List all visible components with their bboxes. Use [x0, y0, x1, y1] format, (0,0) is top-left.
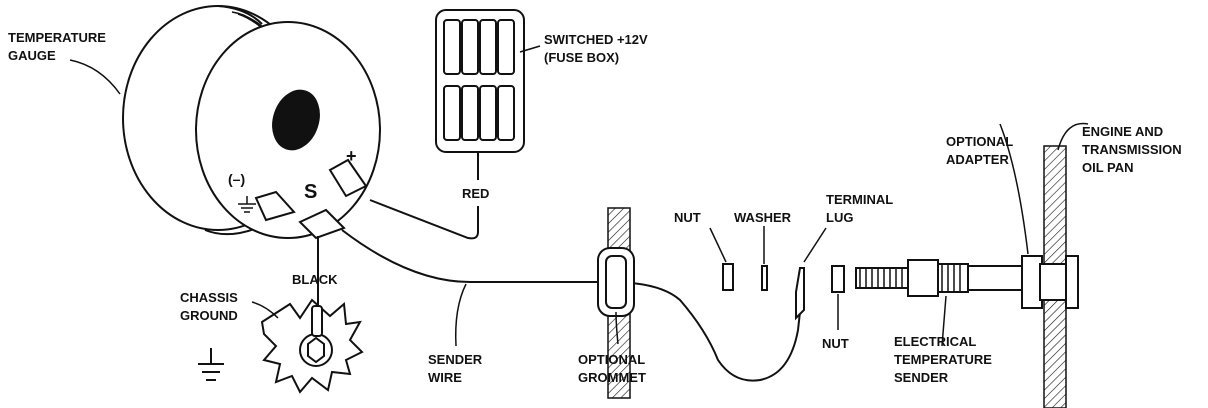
label-optional-grommet: OPTIONAL GROMMET	[578, 352, 646, 385]
svg-text:TERMINAL: TERMINAL	[826, 192, 893, 207]
leader-sender	[941, 295, 947, 347]
label-switched-12v: SWITCHED +12V (FUSE BOX)	[544, 32, 648, 65]
fuse-box	[435, 9, 525, 153]
svg-text:TRANSMISSION: TRANSMISSION	[1082, 142, 1182, 157]
electrical-temperature-sender	[855, 259, 1023, 297]
label-temperature-gauge: TEMPERATURE GAUGE	[8, 30, 106, 63]
label-red: RED	[462, 186, 489, 201]
sender-terminal	[298, 208, 346, 240]
svg-text:OPTIONAL: OPTIONAL	[578, 352, 645, 367]
label-nut-2: NUT	[822, 336, 849, 351]
label-washer: WASHER	[734, 210, 792, 225]
leader-gauge	[69, 59, 121, 95]
svg-text:(FUSE BOX): (FUSE BOX)	[544, 50, 619, 65]
svg-text:LUG: LUG	[826, 210, 853, 225]
sender-wire	[341, 229, 801, 382]
minus-terminal-label: (–)	[228, 171, 245, 187]
svg-text:OPTIONAL: OPTIONAL	[946, 134, 1013, 149]
plus-terminal-label: +	[346, 146, 357, 166]
label-sender-wire: SENDER WIRE	[428, 352, 483, 385]
svg-text:SENDER: SENDER	[428, 352, 483, 367]
chassis-ground-plate	[260, 298, 364, 394]
washer	[761, 265, 768, 291]
gauge-ground-symbol	[238, 196, 256, 213]
svg-text:CHASSIS: CHASSIS	[180, 290, 238, 305]
svg-text:GROMMET: GROMMET	[578, 370, 646, 385]
svg-text:WIRE: WIRE	[428, 370, 462, 385]
label-engine-pan: ENGINE AND TRANSMISSION OIL PAN	[1082, 124, 1182, 175]
label-electrical-sender: ELECTRICAL TEMPERATURE SENDER	[894, 334, 992, 385]
label-nut-1: NUT	[674, 210, 701, 225]
gauge-face-opening	[272, 89, 320, 151]
svg-text:GAUGE: GAUGE	[8, 48, 56, 63]
leader-oil-pan	[1057, 122, 1089, 151]
optional-grommet	[597, 247, 635, 317]
svg-text:GROUND: GROUND	[180, 308, 238, 323]
terminal-lug	[795, 267, 805, 321]
leader-nut-1	[709, 227, 727, 263]
nut-1	[722, 263, 734, 291]
svg-text:ENGINE AND: ENGINE AND	[1082, 124, 1163, 139]
leader-fuse	[519, 45, 541, 53]
label-optional-adapter: OPTIONAL ADAPTER	[946, 134, 1013, 167]
svg-text:ELECTRICAL: ELECTRICAL	[894, 334, 976, 349]
ground-terminal	[254, 190, 296, 222]
label-terminal-lug: TERMINAL LUG	[826, 192, 893, 225]
red-wire	[369, 199, 479, 240]
svg-text:TEMPERATURE: TEMPERATURE	[894, 352, 992, 367]
leader-adapter	[999, 123, 1029, 255]
optional-adapter	[1021, 255, 1079, 309]
label-black: BLACK	[292, 272, 338, 287]
leader-sender-wire	[454, 283, 467, 347]
label-chassis-ground: CHASSIS GROUND	[180, 290, 238, 323]
svg-text:OIL PAN: OIL PAN	[1082, 160, 1134, 175]
svg-text:ADAPTER: ADAPTER	[946, 152, 1009, 167]
chassis-ground-symbol	[198, 348, 224, 381]
temperature-gauge	[122, 5, 381, 240]
nut-2	[831, 265, 845, 293]
positive-terminal	[328, 158, 368, 198]
svg-text:TEMPERATURE: TEMPERATURE	[8, 30, 106, 45]
leader-grommet	[615, 311, 619, 345]
svg-text:SWITCHED +12V: SWITCHED +12V	[544, 32, 648, 47]
sender-terminal-label: S	[304, 181, 317, 203]
leader-chassis	[251, 301, 279, 319]
leader-lug	[803, 227, 827, 263]
svg-text:SENDER: SENDER	[894, 370, 949, 385]
